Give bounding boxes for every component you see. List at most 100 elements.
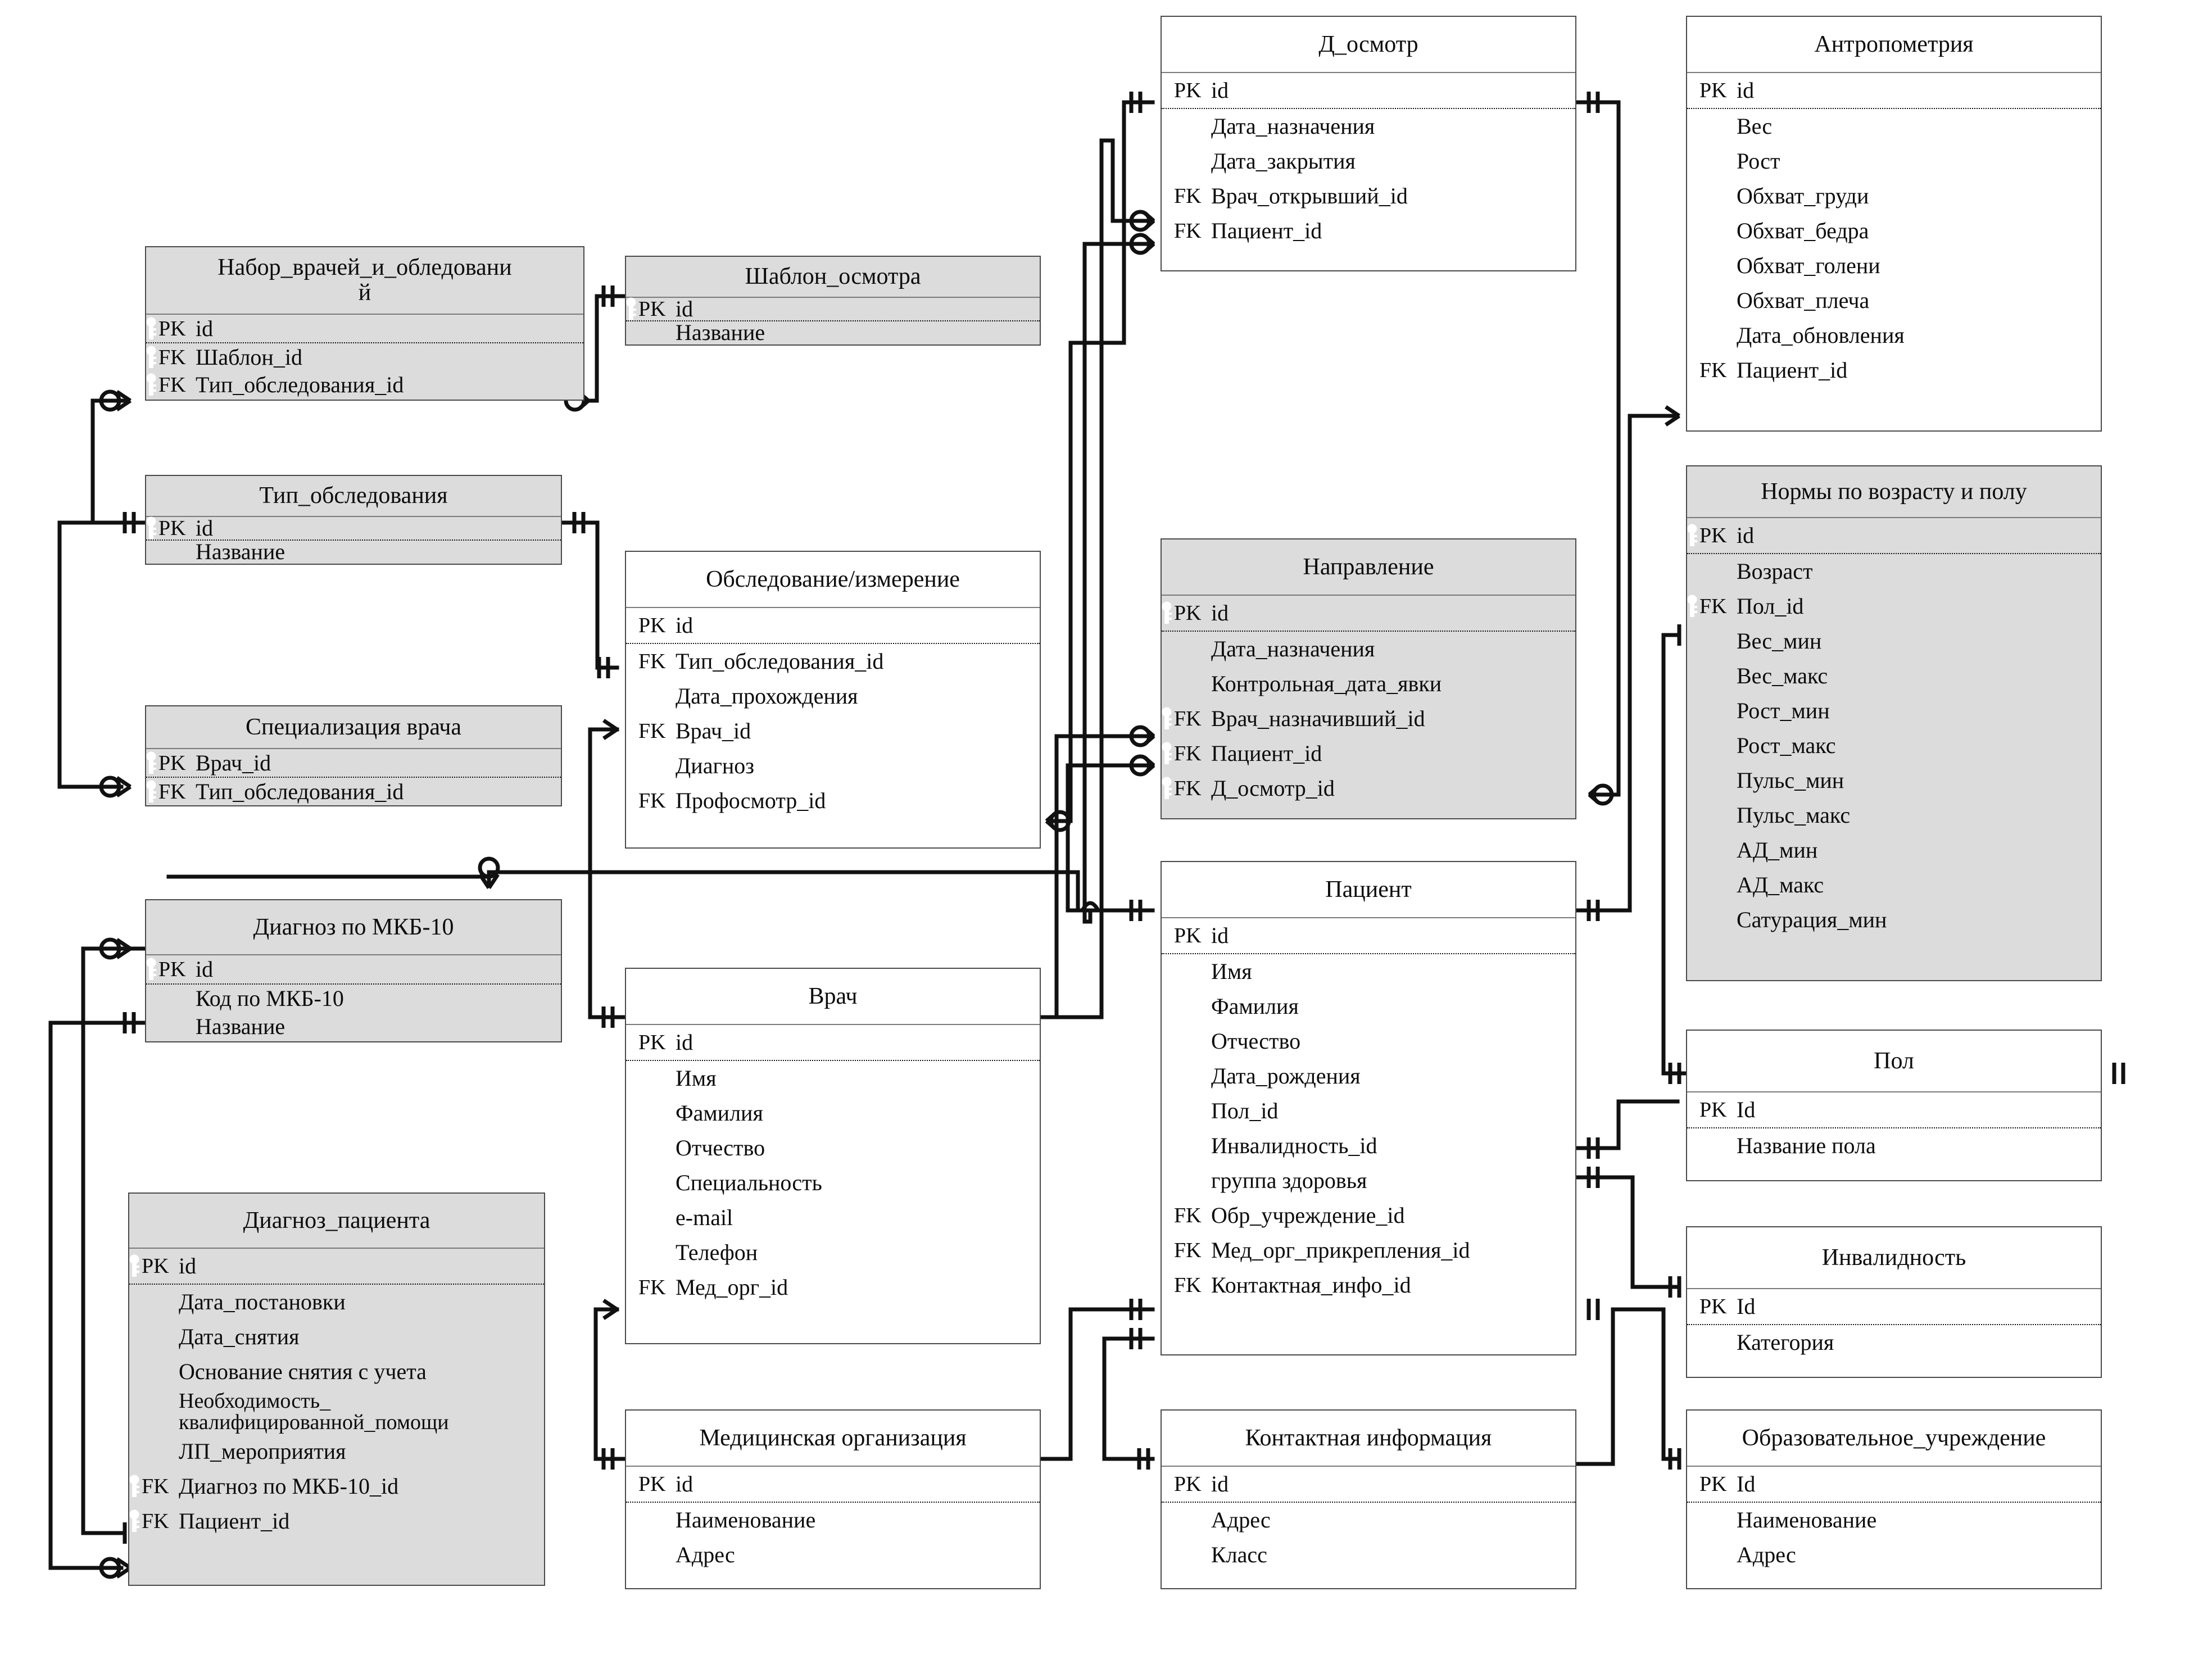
attribute-name: Контрольная_дата_явки: [1211, 671, 1442, 696]
pk-separator: [626, 1502, 1040, 1503]
attribute-name: e-mail: [676, 1205, 733, 1230]
attribute-row: Контрольная_дата_явки: [1162, 666, 1575, 701]
attribute-name: Id: [1737, 1294, 1756, 1319]
attribute-tag: FK: [638, 719, 666, 743]
key-icon: [144, 780, 158, 804]
attribute-name: Дата_прохождения: [676, 683, 858, 709]
attribute-row: Обхват_бедра: [1687, 214, 2101, 248]
attribute-row: FK Врач_id: [626, 714, 1040, 749]
entity-title: Диагноз_пациента: [129, 1194, 544, 1249]
pk-separator: [626, 643, 1040, 644]
attribute-row: Дата_снятия: [129, 1320, 544, 1354]
attribute-tag: FK: [1174, 219, 1202, 243]
attribute-row: Дата_прохождения: [626, 679, 1040, 714]
attribute-name: Специальность: [676, 1170, 822, 1195]
entity-title: Шаблон_осмотра: [626, 257, 1040, 298]
pk-separator: [1687, 553, 2101, 554]
attribute-name: Врач_id: [676, 718, 751, 743]
attribute-name: ЛП_мероприятия: [179, 1439, 346, 1464]
attribute-row: Пульс_макс: [1687, 798, 2101, 833]
attribute-name: Рост: [1737, 148, 1780, 174]
attribute-name: id: [676, 296, 693, 321]
attribute-row: Отчество: [626, 1131, 1040, 1166]
attribute-name: Пульс_макс: [1737, 802, 1851, 828]
attribute-name: Название: [676, 320, 765, 345]
entity-title: Антропометрия: [1687, 17, 2101, 73]
attribute-row: Обхват_голени: [1687, 248, 2101, 283]
attribute-row: Фамилия: [1162, 989, 1575, 1024]
entity-title: Диагноз по МКБ-10: [146, 900, 561, 955]
attribute-row: Рост_макс: [1687, 728, 2101, 763]
attribute-name: Адрес: [1737, 1542, 1796, 1567]
attribute-name: Дата_закрытия: [1211, 148, 1356, 174]
attribute-tag: FK: [1699, 359, 1727, 382]
attribute-row: Отчество: [1162, 1024, 1575, 1059]
attribute-tag: PK: [158, 316, 186, 341]
attribute-row: Диагноз: [626, 749, 1040, 783]
attribute-row: Дата_назначения: [1162, 632, 1575, 666]
attribute-name: Отчество: [676, 1135, 765, 1160]
attribute-name: id: [179, 1253, 197, 1278]
key-icon: [1159, 601, 1174, 625]
entity-title: Тип_обследования: [146, 476, 561, 517]
attribute-tag: PK: [1699, 1098, 1727, 1122]
key-icon: [1159, 742, 1174, 765]
attribute-name: id: [1211, 78, 1229, 103]
attribute-tag: PK: [142, 1254, 169, 1278]
attribute-name: id: [196, 315, 214, 341]
attribute-name: группа здоровья: [1211, 1168, 1367, 1193]
entity-title: Образовательное_учреждение: [1687, 1411, 2101, 1467]
entity-title: Нормы по возрасту и полу: [1687, 466, 2101, 518]
attribute-name: Основание снятия с учета: [179, 1359, 427, 1384]
attribute-name: id: [676, 1030, 693, 1055]
key-icon: [144, 516, 158, 540]
key-icon: [144, 373, 158, 397]
attribute-tag: FK: [1174, 1239, 1202, 1262]
attribute-name: Рост_мин: [1737, 698, 1830, 723]
attribute-tag: FK: [1174, 1204, 1202, 1227]
attribute-name: id: [196, 956, 214, 982]
entity-title: Обследование/измерение: [626, 552, 1040, 608]
entity-title: Набор_врачей_и_обледовани й: [146, 247, 583, 315]
attribute-row: Адрес: [1162, 1503, 1575, 1538]
attribute-name: Врач_открывший_id: [1211, 183, 1408, 208]
entity-title: Направление: [1162, 539, 1575, 596]
attribute-row: Название: [626, 321, 1040, 344]
attribute-name: Необходимость_ квалифицированной_помощи: [179, 1389, 449, 1434]
attribute-row: Телефон: [626, 1235, 1040, 1270]
attribute-tag: PK: [638, 614, 666, 637]
entity-title: Пациент: [1162, 862, 1575, 918]
attribute-row: Название пола: [1687, 1128, 2101, 1163]
